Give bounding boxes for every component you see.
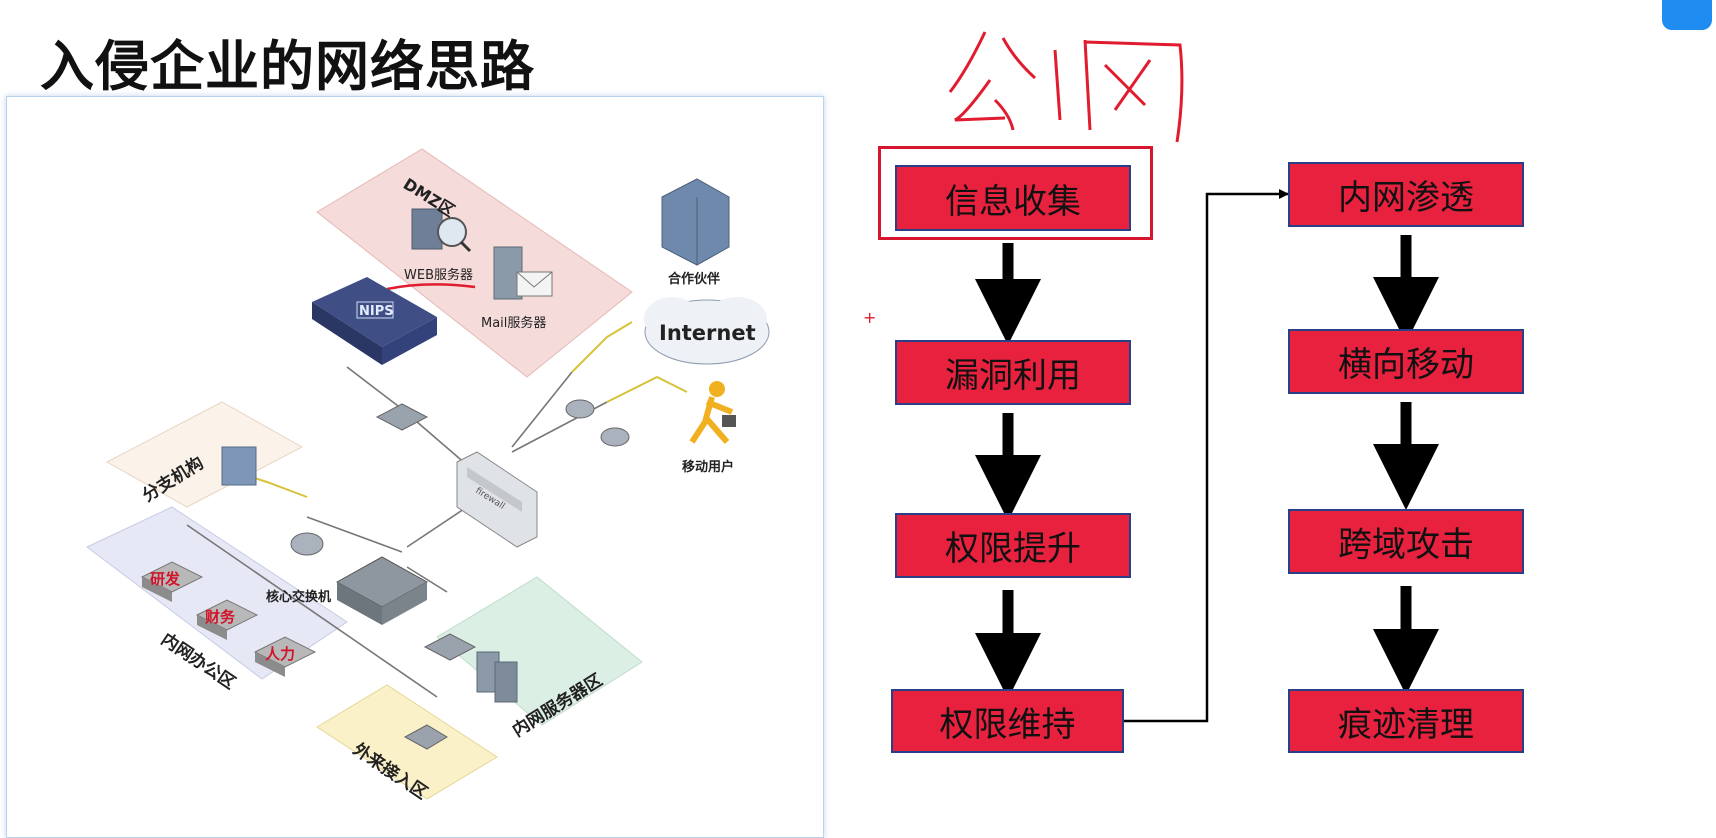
dept-hr-label: 人力 <box>265 645 295 663</box>
switch-icon <box>403 724 448 750</box>
partner-building-icon <box>661 178 730 266</box>
mobile-user-icon <box>689 381 736 444</box>
server-rack-icon <box>476 651 518 703</box>
flow-step-info-gathering: 信息收集 <box>895 165 1131 231</box>
network-links <box>186 366 608 698</box>
office-zone <box>86 506 348 680</box>
core-switch-icon <box>335 556 429 625</box>
web-server-label: WEB服务器 <box>404 267 473 283</box>
dept-rd-label: 研发 <box>150 570 181 588</box>
flow-step-cross-domain-attack: 跨域攻击 <box>1288 509 1524 574</box>
app-corner-icon[interactable] <box>1662 0 1712 30</box>
mail-server-icon <box>493 246 553 300</box>
partner-label: 合作伙伴 <box>668 271 720 287</box>
flow-step-trace-cleanup: 痕迹清理 <box>1288 689 1524 753</box>
plus-cursor-icon: + <box>863 308 877 327</box>
nips-label: NIPS <box>359 304 394 319</box>
mobile-user-label: 移动用户 <box>682 459 734 475</box>
branch-building-icon <box>221 446 257 486</box>
flow-step-intranet-penetration: 内网渗透 <box>1288 162 1524 227</box>
highlight-box <box>878 146 1153 240</box>
internet-label: Internet <box>659 321 756 345</box>
dept-box-rd <box>140 561 204 602</box>
branch-zone <box>105 401 304 508</box>
dept-box-hr <box>253 636 317 677</box>
web-server-underline <box>386 283 476 291</box>
router-icon <box>565 399 595 419</box>
nips-device-icon <box>312 277 437 365</box>
handwritten-annotation: 公网 <box>947 20 1184 143</box>
dept-box-finance <box>195 599 259 640</box>
network-diagram-canvas: WEB服务器 Mail服务器 DMZ区 NIPS 合作伙伴 <box>86 148 770 804</box>
dept-finance-label: 财务 <box>205 608 236 626</box>
firewall-icon <box>456 451 538 548</box>
switch-icon <box>423 633 477 661</box>
switch-icon <box>375 403 429 431</box>
flow-step-priv-escalation: 权限提升 <box>895 513 1131 578</box>
flow-step-lateral-movement: 横向移动 <box>1288 329 1524 394</box>
flow-step-vuln-exploit: 漏洞利用 <box>895 340 1131 405</box>
cross-column-connector <box>1124 189 1289 723</box>
external-zone <box>316 684 498 800</box>
router-icon <box>600 427 630 447</box>
router-icon <box>290 532 324 556</box>
network-diagram: WEB服务器 Mail服务器 DMZ区 NIPS 合作伙伴 <box>6 96 824 838</box>
core-switch-label: 核心交换机 <box>266 589 331 605</box>
flow-step-persistence: 权限维持 <box>891 689 1124 753</box>
dmz-zone <box>316 148 633 378</box>
page-title: 入侵企业的网络思路 <box>40 35 535 98</box>
web-server-icon <box>411 208 472 253</box>
internet-cloud-icon <box>644 297 770 365</box>
handwritten-note-text: 公网 <box>947 20 949 21</box>
mail-server-label: Mail服务器 <box>481 315 546 331</box>
